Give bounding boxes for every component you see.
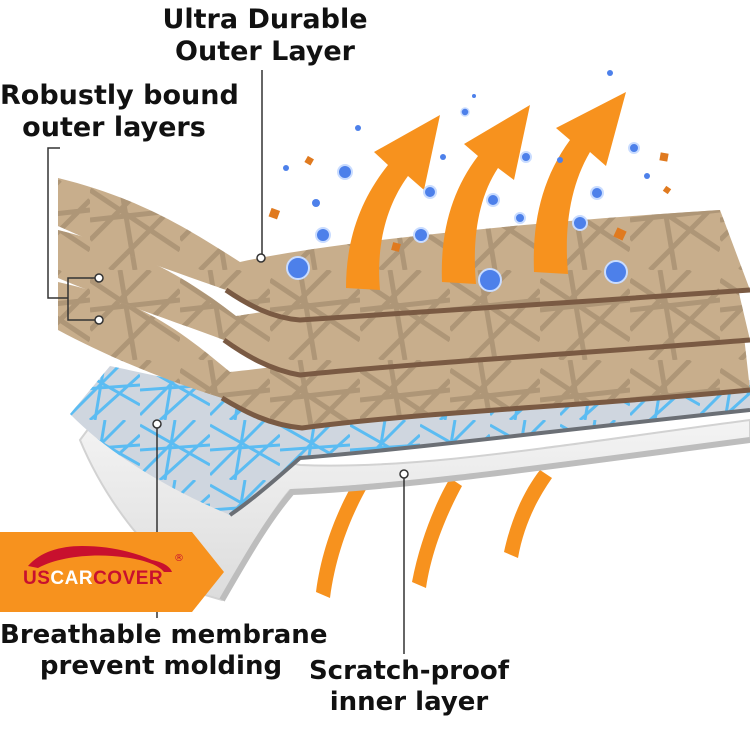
label-line: Breathable membrane [0,620,328,650]
up-arrow-icon [412,478,462,588]
water-bubble-icon [312,199,320,207]
brand-part-car: CAR [50,568,94,589]
brand-part-us: US [23,568,51,589]
water-bubble-icon [472,94,476,98]
up-arrow-icon [346,115,440,290]
water-bubble-icon [514,212,526,224]
label-line: outer layers [22,112,206,144]
up-arrow-icon [316,478,368,598]
water-bubble-icon [315,227,331,243]
leader-lines [47,70,409,654]
up-arrow-icon [533,92,626,274]
up-arrow-icon [504,470,552,558]
water-bubble-icon [423,185,437,199]
label-line: Ultra Durable [162,4,368,35]
label-line: Scratch-proof [308,656,510,686]
label-line: Outer Layer [175,36,355,68]
brand-logo: USCARCOVER [23,568,163,590]
water-bubble-icon [283,165,289,171]
water-bubble-icon [607,70,613,76]
water-bubble-icon [557,157,563,163]
outer-layer-1 [58,178,750,323]
water-bubble-icon [337,164,353,180]
water-bubble-icon [478,268,502,292]
label-breathable-membrane: Breathable membrane prevent molding [0,620,328,682]
label-line: inner layer [329,687,489,718]
dust-particle-icon [613,227,627,241]
label-line: prevent molding [39,651,283,682]
water-bubble-icon [413,227,429,243]
water-bubble-icon [440,154,446,160]
label-ultra-durable-outer-layer: Ultra Durable Outer Layer [150,4,380,69]
water-bubble-icon [644,173,650,179]
heat-arrows-top [346,92,626,290]
dust-particle-icon [268,207,281,220]
water-bubble-icon [590,186,604,200]
brand-badge [0,532,224,612]
registered-mark: ® [174,553,184,564]
water-bubble-icon [355,125,361,131]
car-silhouette-icon [28,546,172,572]
water-bubble-icon [572,215,588,231]
water-bubble-icon [460,107,470,117]
dust-particle-icon [391,242,401,252]
water-bubble-icon [604,260,628,284]
water-bubble-icon [520,151,532,163]
water-bubbles [283,70,650,292]
dust-particles [268,152,672,252]
up-arrow-icon [441,105,530,284]
label-line: Robustly bound [0,80,239,111]
label-scratch-proof-inner-layer: Scratch-proof inner layer [300,656,518,718]
brand-part-cover: COVER [93,568,164,589]
dust-particle-icon [304,155,314,166]
water-bubble-icon [628,142,640,154]
heat-arrows-bottom [316,470,552,598]
leader-line-robustly-bound [47,147,95,321]
label-robustly-bound-outer-layers: Robustly bound outer layers [0,80,239,145]
dust-particle-icon [662,185,672,195]
water-bubble-icon [486,193,500,207]
water-bubble-icon [286,256,310,280]
dust-particle-icon [659,152,669,162]
